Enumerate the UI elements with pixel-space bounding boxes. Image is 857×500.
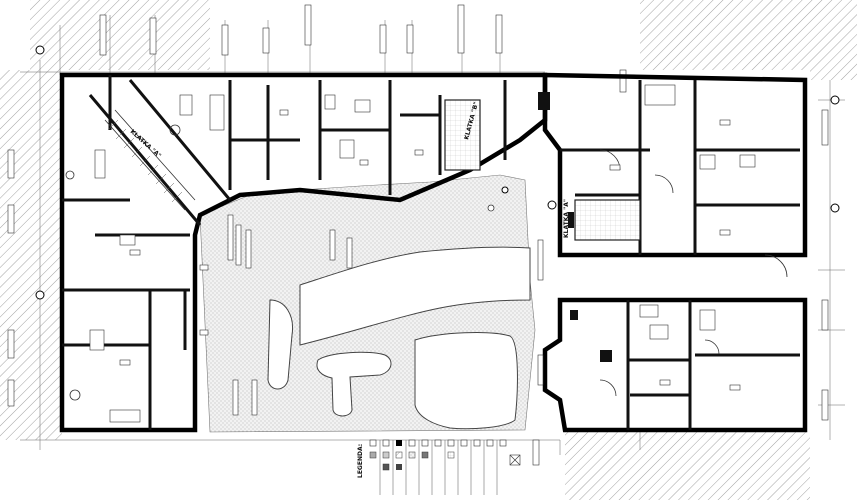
section-marker-1 — [35, 45, 45, 55]
annotation-strips — [227, 214, 544, 416]
room-tags — [119, 109, 741, 391]
hatch-left — [0, 70, 62, 440]
planter-right — [414, 332, 518, 430]
courtyard — [199, 174, 536, 433]
section-marker-2 — [830, 95, 840, 105]
outer-wall-right-upper — [542, 72, 808, 258]
section-marker-5 — [35, 290, 45, 300]
section-markers — [35, 45, 840, 300]
hatch-bottom-right — [565, 432, 810, 500]
legend-swatches — [369, 439, 521, 495]
manhole — [487, 204, 495, 212]
planter-mid — [316, 351, 392, 417]
stair-shaft-right-upper — [574, 199, 641, 241]
outer-wall-left — [59, 72, 548, 433]
stair-label-right: KLATKA "A" — [563, 199, 570, 238]
legend-title: LEGENDA: — [357, 444, 364, 478]
hatch-right-strip — [810, 0, 857, 80]
outer-wall-right-lower — [542, 297, 808, 433]
right-building-upper — [538, 72, 808, 278]
section-marker-6 — [501, 186, 509, 194]
right-building-lower — [542, 297, 808, 433]
section-marker-4 — [547, 200, 557, 210]
left-building — [59, 72, 548, 433]
driveway — [299, 246, 531, 346]
hatch-top-left — [30, 0, 210, 70]
stair-shaft-left — [444, 99, 481, 171]
stair-label-left: KLATKA "A" — [129, 128, 163, 159]
dimension-tags — [7, 4, 829, 466]
fixtures-left — [65, 94, 371, 423]
hatch-top-right — [640, 0, 810, 70]
section-marker-3 — [830, 203, 840, 213]
planter-left — [267, 299, 294, 390]
legend: LEGENDA: — [357, 439, 521, 495]
diagonal-stair — [104, 109, 196, 211]
